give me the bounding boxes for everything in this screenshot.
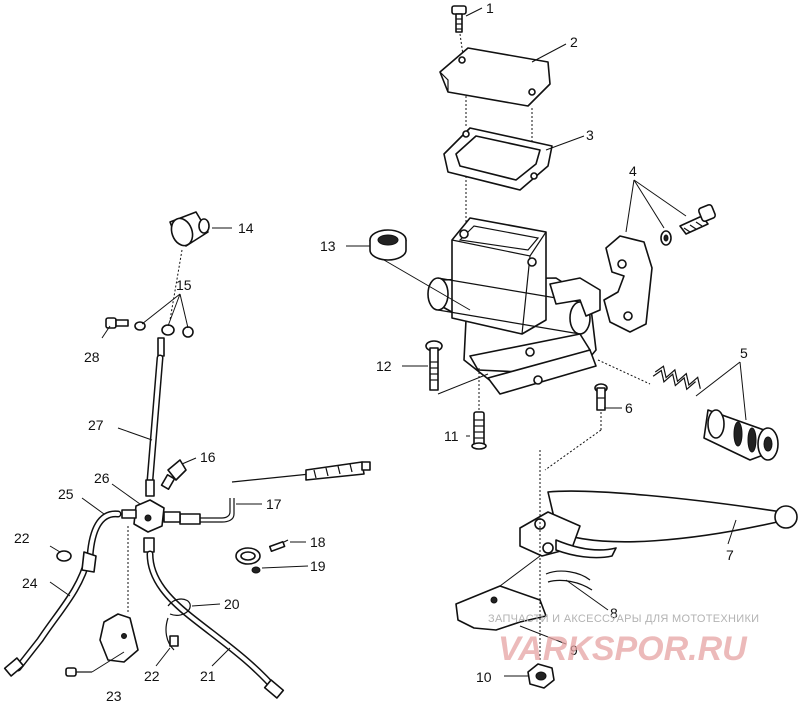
callout-4: 4 — [629, 163, 637, 179]
callout-16: 16 — [200, 449, 216, 465]
part-17-brake-line — [179, 461, 371, 525]
callout-22-left: 22 — [14, 530, 30, 546]
callout-28: 28 — [84, 349, 100, 365]
part-8-lever-spring — [545, 570, 593, 591]
part-28-banjo-bolt — [105, 317, 129, 329]
callout-12: 12 — [376, 358, 392, 374]
callout-19: 19 — [310, 558, 326, 574]
callout-labels: 1 2 3 4 5 6 7 8 9 10 11 12 13 14 15 16 1… — [14, 0, 748, 704]
callout-5: 5 — [740, 345, 748, 361]
part-26-junction-block — [121, 499, 181, 533]
callout-7: 7 — [726, 547, 734, 563]
part-18-clamp-screw — [268, 539, 289, 553]
part-11-mount-screw — [471, 411, 487, 450]
callout-3: 3 — [586, 127, 594, 143]
part-5-piston-spring-kit — [652, 365, 779, 461]
part-2-reservoir-cover — [439, 47, 551, 107]
part-22-hose-clamp-center — [165, 617, 179, 651]
callout-13: 13 — [320, 238, 336, 254]
watermark-caption: ЗАПЧАСТИ И АКСЕССУАРЫ ДЛЯ МОТОТЕХНИКИ — [488, 613, 759, 625]
callout-15: 15 — [176, 277, 192, 293]
leader-lines — [49, 7, 747, 677]
part-6-pivot-bolt — [594, 383, 608, 411]
callout-17: 17 — [266, 496, 282, 512]
callout-21: 21 — [200, 668, 216, 684]
part-10-pivot-nut — [527, 663, 555, 689]
part-16-bleeder-valve — [160, 459, 187, 490]
callout-27: 27 — [88, 417, 104, 433]
callout-20: 20 — [224, 596, 240, 612]
part-14-banjo-fitting — [169, 211, 210, 247]
part-4-handlebar-clamp — [603, 203, 717, 333]
watermark: ЗАПЧАСТИ И АКСЕССУАРЫ ДЛЯ МОТОТЕХНИКИ VA… — [488, 613, 759, 668]
master-cylinder-assembly — [369, 5, 798, 689]
part-7-brake-lever — [519, 490, 798, 559]
callout-6: 6 — [625, 400, 633, 416]
part-19-line-clamp — [235, 547, 261, 574]
part-3-diaphragm-gasket — [443, 127, 553, 191]
callout-1: 1 — [486, 0, 494, 16]
part-23-mounting-plate — [65, 613, 139, 677]
part-20-hose-retaining-clip — [167, 598, 191, 616]
part-13-reservoir-cap-seal — [369, 229, 407, 261]
brake-line-assembly — [3, 211, 371, 699]
part-1-cover-screw — [451, 5, 467, 33]
part-21-brake-hose-lower-right — [143, 537, 285, 699]
master-cylinder-body — [427, 217, 601, 395]
part-15-sealing-washers — [134, 321, 194, 338]
part-24-brake-hose-lower-left — [3, 551, 97, 677]
callout-24: 24 — [22, 575, 38, 591]
part-25-brake-hose-left — [86, 510, 122, 560]
callout-25: 25 — [58, 486, 74, 502]
callout-26: 26 — [94, 470, 110, 486]
part-12-mount-screw — [425, 340, 443, 391]
part-22-hose-clamp-left — [49, 545, 72, 562]
callout-10: 10 — [476, 669, 492, 685]
callout-23: 23 — [106, 688, 122, 704]
callout-2: 2 — [570, 34, 578, 50]
watermark-logo: VARKSPOR.RU — [498, 630, 748, 668]
part-27-brake-hose-upper — [145, 337, 165, 497]
callout-18: 18 — [310, 534, 326, 550]
callout-8: 8 — [610, 605, 618, 621]
callout-14: 14 — [238, 220, 254, 236]
callout-11: 11 — [444, 428, 459, 444]
callout-9: 9 — [570, 642, 578, 658]
part-9-lever-bracket — [455, 585, 547, 631]
callout-22-center: 22 — [144, 668, 160, 684]
